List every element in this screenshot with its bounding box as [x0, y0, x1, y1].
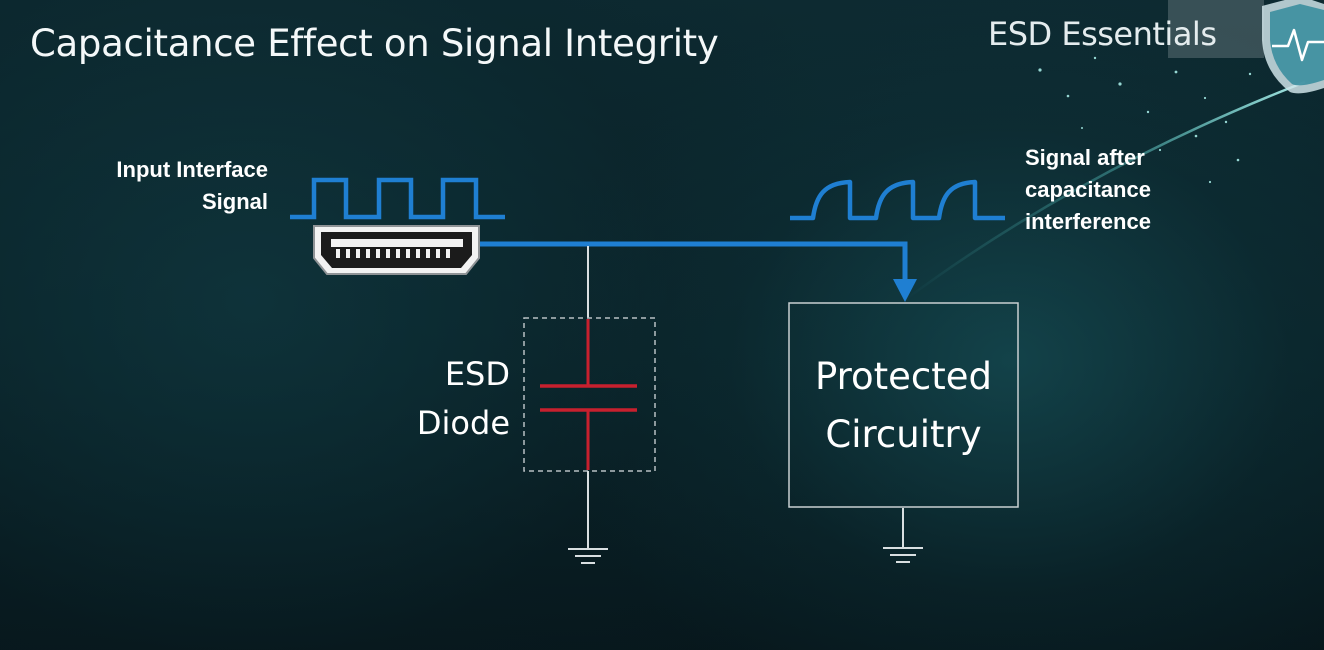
- slide-title: Capacitance Effect on Signal Integrity: [30, 22, 719, 65]
- ground-symbol: [568, 548, 608, 564]
- protected-circuitry-box: [788, 302, 1019, 508]
- output-distorted-wave: [790, 179, 1005, 221]
- hdmi-connector-icon: [313, 225, 480, 275]
- output-signal-label-line: Signal after: [1025, 145, 1145, 170]
- signal-wire: [478, 241, 908, 282]
- input-signal-label: Input Interface Signal: [60, 154, 268, 218]
- input-square-wave: [290, 177, 505, 220]
- output-signal-label-line: capacitance: [1025, 177, 1151, 202]
- protected-circuitry-label-line: Circuitry: [825, 413, 982, 456]
- protected-circuitry-label: Protected Circuitry: [789, 348, 1018, 464]
- protected-circuitry-label-line: Protected: [814, 355, 993, 398]
- shield-pulse-icon: [1168, 0, 1324, 94]
- input-signal-label-line: Signal: [201, 189, 268, 214]
- background-decoration: [904, 56, 1306, 302]
- output-signal-label-line: interference: [1025, 209, 1151, 234]
- brand-name: ESD Essentials: [988, 15, 1217, 53]
- esd-diode-label: ESD Diode: [398, 350, 510, 448]
- esd-diode-label-line: ESD: [444, 355, 510, 393]
- capacitor-symbol: [540, 319, 637, 470]
- ground-symbol: [883, 547, 923, 563]
- output-signal-label: Signal after capacitance interference: [1025, 142, 1225, 238]
- input-signal-label-line: Input Interface: [116, 157, 268, 182]
- arrow-down-icon: [893, 279, 917, 302]
- esd-diode-label-line: Diode: [416, 404, 510, 442]
- esd-diode-box: [523, 317, 656, 472]
